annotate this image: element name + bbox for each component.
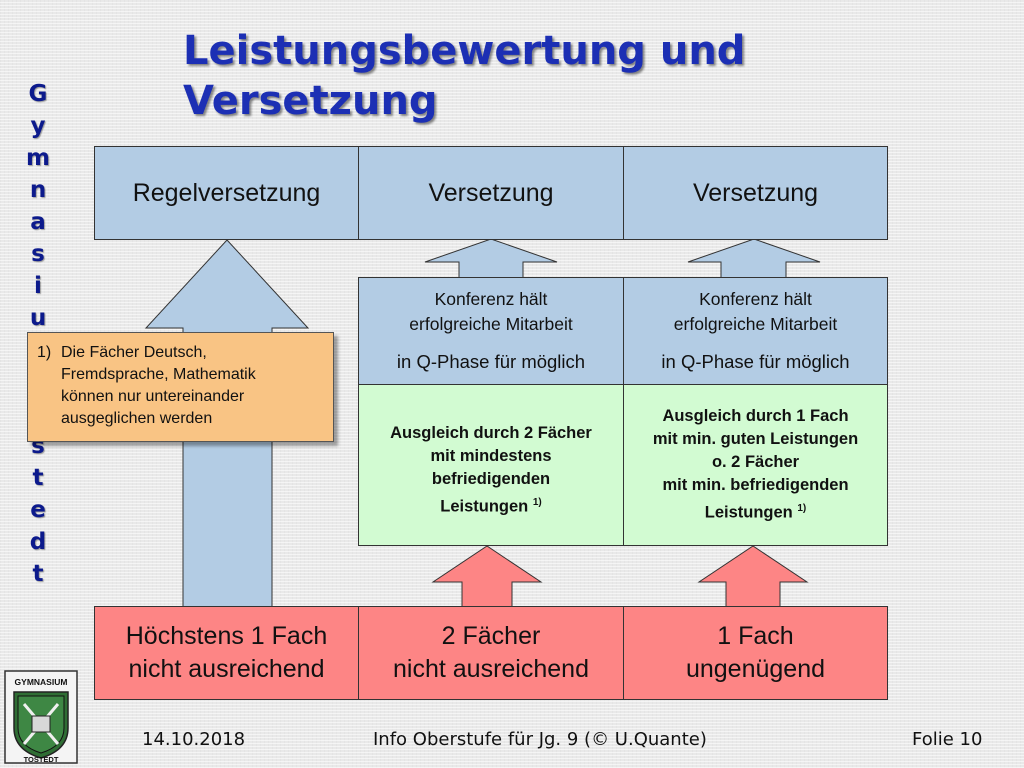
footer-center-text: Info Oberstufe für Jg. 9 (© U.Quante) [373,729,707,750]
footnote-number: 1) [37,344,52,361]
compensation-line: mit min. guten Leistungen [652,430,859,449]
regelversetzung-label: Regelversetzung [132,178,321,207]
vertical-letter: n [29,177,47,203]
slide-title: Leistungsbewertung und Versetzung [183,26,943,126]
vertical-letter: t [32,561,44,587]
compensation-line: Leistungen 1) [440,496,542,516]
vertical-letter: y [30,113,46,139]
conference-box-2: Konferenz hält erfolgreiche Mitarbeit in… [623,277,888,385]
vertical-letter: d [29,529,47,555]
footnote-marker: 1) [797,503,807,515]
vertical-letter: i [34,273,42,299]
compensation-line: Ausgleich durch 2 Fächer [390,423,592,442]
footnote-line: Fremdsprache, Mathematik [61,366,256,383]
compensation-line: o. 2 Fächer [711,453,800,472]
footnote-line: ausgeglichen werden [61,410,213,427]
vertical-letter: e [30,497,46,523]
slide-title-line1: Leistungsbewertung und [183,28,746,74]
compensation-line: Ausgleich durch 1 Fach [662,407,849,426]
footer-date: 14.10.2018 [142,729,246,750]
conference-line: in Q-Phase für möglich [396,351,586,372]
school-crest-logo: GYMNASIUM TOSTEDT [4,670,78,764]
bottom-box-2-faecher: 2 Fächer nicht ausreichend [358,606,624,700]
conference-line: Konferenz hält [699,289,812,309]
conference-line: in Q-Phase für möglich [661,351,850,372]
compensation-box-1: Ausgleich durch 2 Fächer mit mindestens … [358,384,624,546]
versetzung-label: Versetzung [692,178,819,207]
conference-box-1: Konferenz hält erfolgreiche Mitarbeit in… [358,277,624,385]
compensation-box-2: Ausgleich durch 1 Fach mit min. guten Le… [623,384,888,546]
vertical-letter: a [30,209,46,235]
compensation-line: befriedigenden [431,469,551,488]
bottom-line: nicht ausreichend [128,655,325,683]
up-arrow-red-1 [431,545,543,608]
compensation-line: mit mindestens [430,446,552,465]
bottom-line: 2 Fächer [441,622,541,650]
logo-text-bottom: TOSTEDT [24,755,59,764]
bottom-box-hoechstens: Höchstens 1 Fach nicht ausreichend [94,606,359,700]
versetzung-box-1: Versetzung [358,146,624,240]
vertical-letter: m [26,145,50,171]
bottom-line: ungenügend [685,655,826,683]
conference-line: Konferenz hält [434,289,548,309]
versetzung-label: Versetzung [428,178,554,207]
bottom-line: nicht ausreichend [393,655,589,683]
footer-slide-number: Folie 10 [912,729,983,750]
up-arrow-versetzung-2 [687,238,821,279]
footnote-line: Die Fächer Deutsch, [61,344,207,361]
footnote-line: können nur untereinander [61,388,245,405]
footnote-marker: 1) [532,496,542,508]
conference-line: erfolgreiche Mitarbeit [673,314,838,334]
logo-text-top: GYMNASIUM [15,677,68,687]
bottom-line: Höchstens 1 Fach [125,622,328,650]
compensation-line: Leistungen 1) [704,503,807,522]
vertical-letter: s [31,241,45,267]
versetzung-box-2: Versetzung [623,146,888,240]
compensation-line: mit min. befriedigenden [662,476,849,495]
up-arrow-versetzung-1 [424,238,558,279]
up-arrow-red-2 [697,545,809,608]
bottom-line: 1 Fach [717,622,794,650]
slide-title-line2: Versetzung [183,78,438,124]
vertical-letter: t [32,465,44,491]
footnote-callout: 1) Die Fächer Deutsch, Fremdsprache, Mat… [27,332,334,442]
bottom-box-1-fach: 1 Fach ungenügend [623,606,888,700]
footnote-text: Die Fächer Deutsch, Fremdsprache, Mathem… [61,342,256,435]
conference-line: erfolgreiche Mitarbeit [409,314,573,334]
regelversetzung-box: Regelversetzung [94,146,359,240]
vertical-letter: G [28,81,48,107]
vertical-letter: u [29,305,47,331]
